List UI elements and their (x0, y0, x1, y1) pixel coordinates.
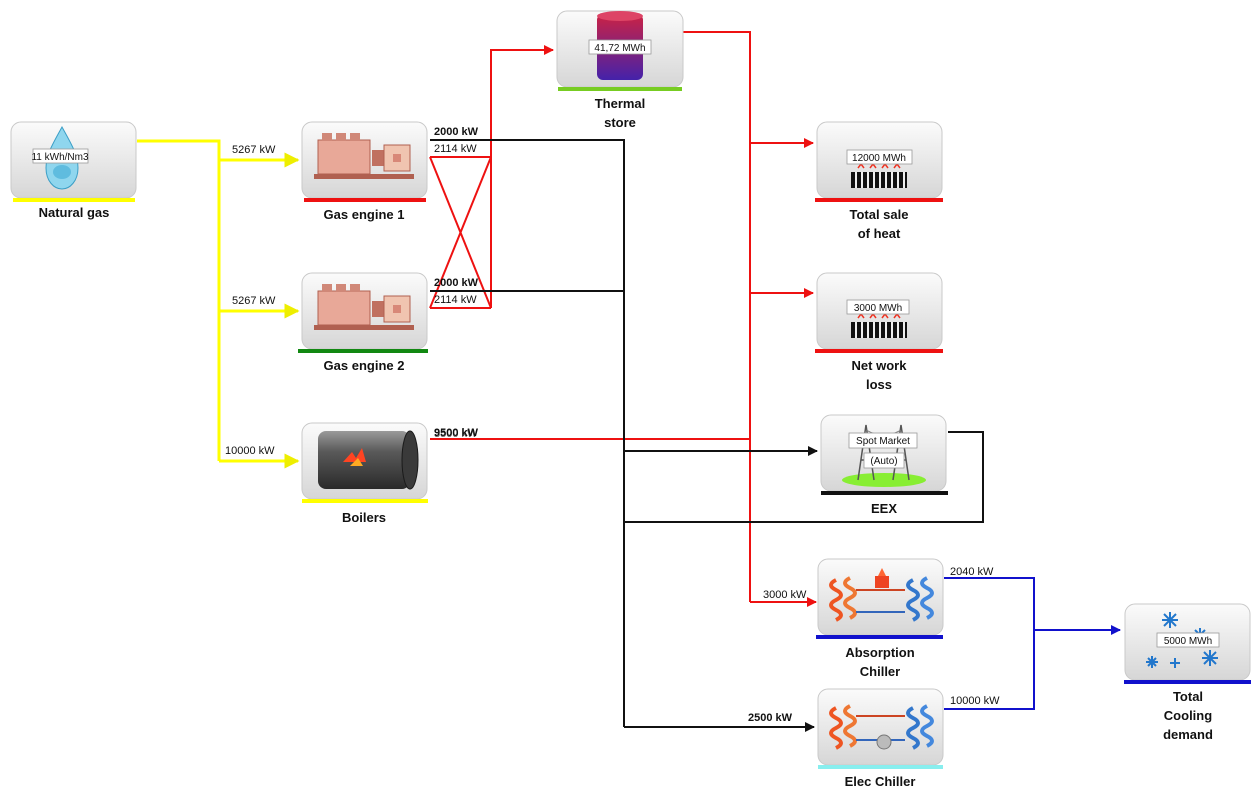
node-eex[interactable]: Spot Market (Auto) EEX (820, 414, 948, 516)
node-tag-bg (1156, 632, 1220, 648)
node-tag: 5000 MWh (1164, 636, 1212, 647)
node-elec-chiller[interactable]: Elec Chiller (817, 688, 944, 789)
cool-line-absorption (944, 577, 1035, 710)
boiler-icon (318, 430, 419, 490)
node-label-line3: demand (1163, 727, 1213, 742)
node-net-work-loss[interactable]: 3000 MWh Net work loss (815, 272, 943, 392)
flow-label-gas-boilers: 10000 kW (225, 445, 275, 457)
node-tag: 41,72 MWh (594, 43, 645, 54)
node-thermal-store[interactable]: 41,72 MWh Thermal store (556, 10, 684, 130)
node-natural-gas[interactable]: 11 kWh/Nm3 Natural gas (10, 121, 137, 220)
node-status-bar (1124, 680, 1251, 684)
node-tag-bg (846, 299, 910, 315)
node-label: Gas engine 1 (324, 207, 405, 222)
node-absorption-chiller[interactable]: Absorption Chiller (816, 558, 944, 679)
flow-label-engine1-heat: 2114 kW (434, 143, 477, 155)
node-status-bar (298, 349, 428, 353)
node-status-bar (13, 198, 135, 202)
node-total-cooling-demand[interactable]: 5000 MWh Total Cooling demand (1124, 603, 1251, 742)
absorption-chiller-icon (829, 568, 934, 622)
node-label-line2: loss (866, 377, 892, 392)
electric-chiller-icon (829, 704, 934, 750)
node-tag-bg (846, 149, 913, 165)
node-status-bar (818, 765, 943, 769)
node-label-line1: Total (1173, 689, 1203, 704)
node-status-bar (821, 491, 948, 495)
node-label-line1: Net work (852, 358, 908, 373)
node-label: Boilers (342, 510, 386, 525)
node-status-bar (816, 635, 943, 639)
node-label: Elec Chiller (845, 774, 916, 789)
node-tag-line1: Spot Market (856, 436, 910, 447)
node-status-bar (815, 198, 943, 202)
gas-engine-icon (314, 133, 414, 179)
flow-label-elec-chiller: 2500 kW (748, 712, 793, 724)
elec-line-eex-return (624, 431, 984, 523)
node-label-line2: of heat (858, 226, 901, 241)
node-tag: 11 kWh/Nm3 (31, 152, 88, 163)
flow-label-gas-engine2: 5267 kW (232, 295, 276, 307)
node-label-line1: Thermal (595, 96, 646, 111)
flow-label-absorption-cooling: 2040 kW (950, 566, 994, 578)
flow-label-engine2-elec: 2000 kW (434, 277, 479, 289)
node-label-line1: Absorption (845, 645, 914, 660)
node-tag: 12000 MWh (852, 153, 906, 164)
node-tag-line2: (Auto) (870, 456, 897, 467)
node-tag-bg (848, 432, 918, 449)
electricity-flows (430, 139, 984, 732)
node-label-line1: Total sale (849, 207, 908, 222)
node-gas-engine-2[interactable]: Gas engine 2 (298, 272, 428, 373)
node-status-bar (815, 349, 943, 353)
heat-line-cross2 (429, 156, 492, 309)
node-boilers[interactable]: Boilers (301, 422, 428, 525)
node-gas-engine-1[interactable]: Gas engine 1 (301, 121, 428, 222)
node-label: Natural gas (39, 205, 110, 220)
node-tag: 3000 MWh (854, 303, 902, 314)
node-label: Gas engine 2 (324, 358, 405, 373)
flow-label-boilers-heat-a: 9500 kW (434, 427, 479, 439)
node-tag-bg-2 (863, 452, 905, 469)
heat-flows (429, 31, 817, 607)
node-label: EEX (871, 501, 897, 516)
node-label-line2: Chiller (860, 664, 900, 679)
node-status-bar (558, 87, 682, 91)
flow-label-chiller-cooling: 10000 kW (950, 695, 1000, 707)
flow-label-engine1-elec: 2000 kW (434, 126, 479, 138)
node-tag-bg (588, 39, 652, 55)
node-tag-bg (32, 148, 89, 164)
flow-label-engine2-heat: 2114 kW (434, 294, 477, 306)
flow-label-boilers-heat-b: 3500 kW (434, 428, 478, 440)
node-box (817, 558, 944, 636)
node-status-bar (304, 198, 426, 202)
node-total-sale-of-heat[interactable]: 12000 MWh Total sale of heat (815, 121, 943, 241)
cooling-flows (944, 577, 1121, 710)
node-label-line2: Cooling (1164, 708, 1212, 723)
gas-line-main (137, 139, 221, 461)
flow-label-gas-engine1: 5267 kW (232, 144, 276, 156)
gas-flows (137, 139, 300, 469)
node-label-line2: store (604, 115, 636, 130)
heat-line-riser (490, 45, 554, 308)
heat-line-store-out (680, 31, 751, 602)
flow-label-heat-absorption: 3000 kW (763, 589, 807, 601)
node-status-bar (302, 499, 428, 503)
elec-line-engine1 (430, 139, 625, 727)
gas-engine-icon (314, 284, 414, 330)
